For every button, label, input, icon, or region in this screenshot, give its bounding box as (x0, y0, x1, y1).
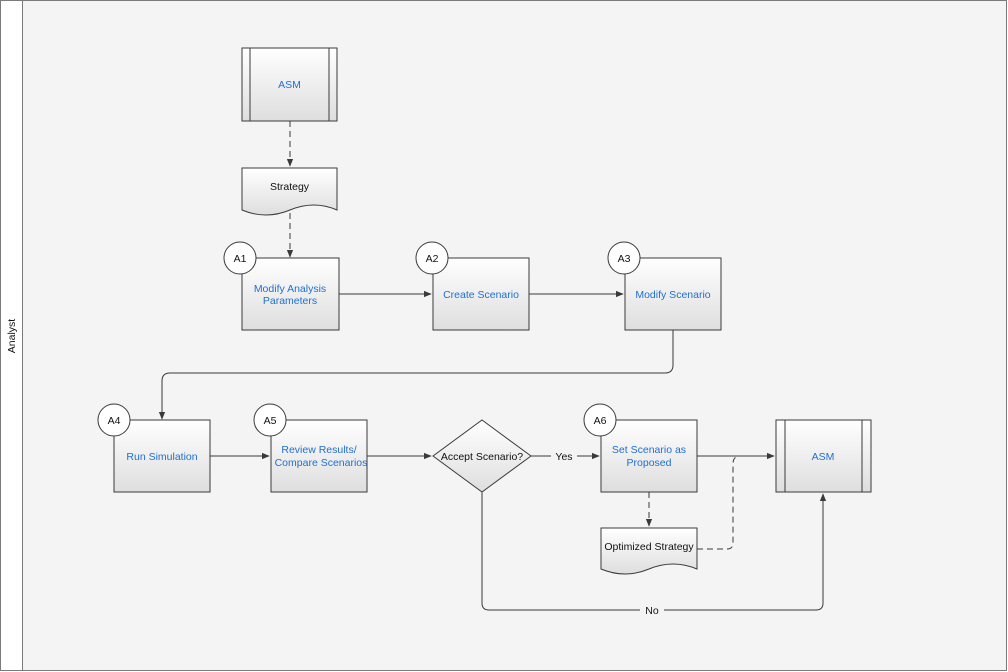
a2-badge-text: A2 (426, 253, 439, 265)
a3-badge (607, 241, 641, 275)
step-a3[interactable]: Modify Scenario A3 (607, 241, 722, 331)
no-label: No (645, 605, 659, 617)
a2-badge (415, 241, 449, 275)
step-a6[interactable]: Set Scenario as Proposed A6 (583, 403, 698, 493)
swimlane-header (0, 0, 23, 671)
a5-badge (253, 403, 287, 437)
a2-label[interactable]: Create Scenario (443, 289, 519, 301)
yes-label: Yes (555, 451, 572, 463)
yes-label-bg (551, 449, 577, 463)
a6-label-line2[interactable]: Proposed (627, 457, 672, 469)
a1-label-line1[interactable]: Modify Analysis (254, 283, 326, 295)
a6-badge-text: A6 (594, 415, 607, 427)
strategy-label: Strategy (270, 181, 310, 193)
swimlane-label: Analyst (6, 319, 18, 354)
optimized-strategy-label: Optimized Strategy (604, 541, 694, 553)
a6-label-line1[interactable]: Set Scenario as (612, 444, 686, 456)
a1-badge-text: A1 (234, 253, 247, 265)
step-a2[interactable]: Create Scenario A2 (415, 241, 530, 331)
step-a1[interactable]: Modify Analysis Parameters A1 (223, 241, 340, 331)
asm-right-node[interactable]: ASM (775, 419, 872, 493)
a4-label[interactable]: Run Simulation (126, 451, 197, 463)
a3-label[interactable]: Modify Scenario (635, 289, 710, 301)
asm-top-label[interactable]: ASM (278, 79, 301, 91)
a5-label-line2[interactable]: Compare Scenarios (275, 457, 368, 469)
a5-label-line1[interactable]: Review Results/ (281, 444, 356, 456)
a4-badge-text: A4 (108, 415, 121, 427)
step-a5[interactable]: Review Results/ Compare Scenarios A5 (253, 403, 368, 493)
decision-label: Accept Scenario? (441, 451, 523, 463)
a5-badge-text: A5 (264, 415, 277, 427)
a1-badge (223, 241, 257, 275)
a6-badge (583, 403, 617, 437)
a4-badge (97, 403, 131, 437)
decision-node: Accept Scenario? (432, 419, 532, 493)
asm-right-label[interactable]: ASM (812, 451, 835, 463)
edge-optimized-to-asm (697, 455, 741, 550)
edge-a3-to-a4 (158, 330, 674, 420)
strategy-document: Strategy (241, 167, 338, 216)
a3-badge-text: A3 (618, 253, 631, 265)
asm-top-node[interactable]: ASM (241, 47, 338, 122)
no-label-bg (640, 603, 664, 617)
swimlane-body (23, 1, 1006, 670)
step-a4[interactable]: Run Simulation A4 (97, 403, 211, 493)
optimized-strategy-document: Optimized Strategy (600, 527, 698, 575)
a1-label-line2[interactable]: Parameters (263, 295, 317, 307)
